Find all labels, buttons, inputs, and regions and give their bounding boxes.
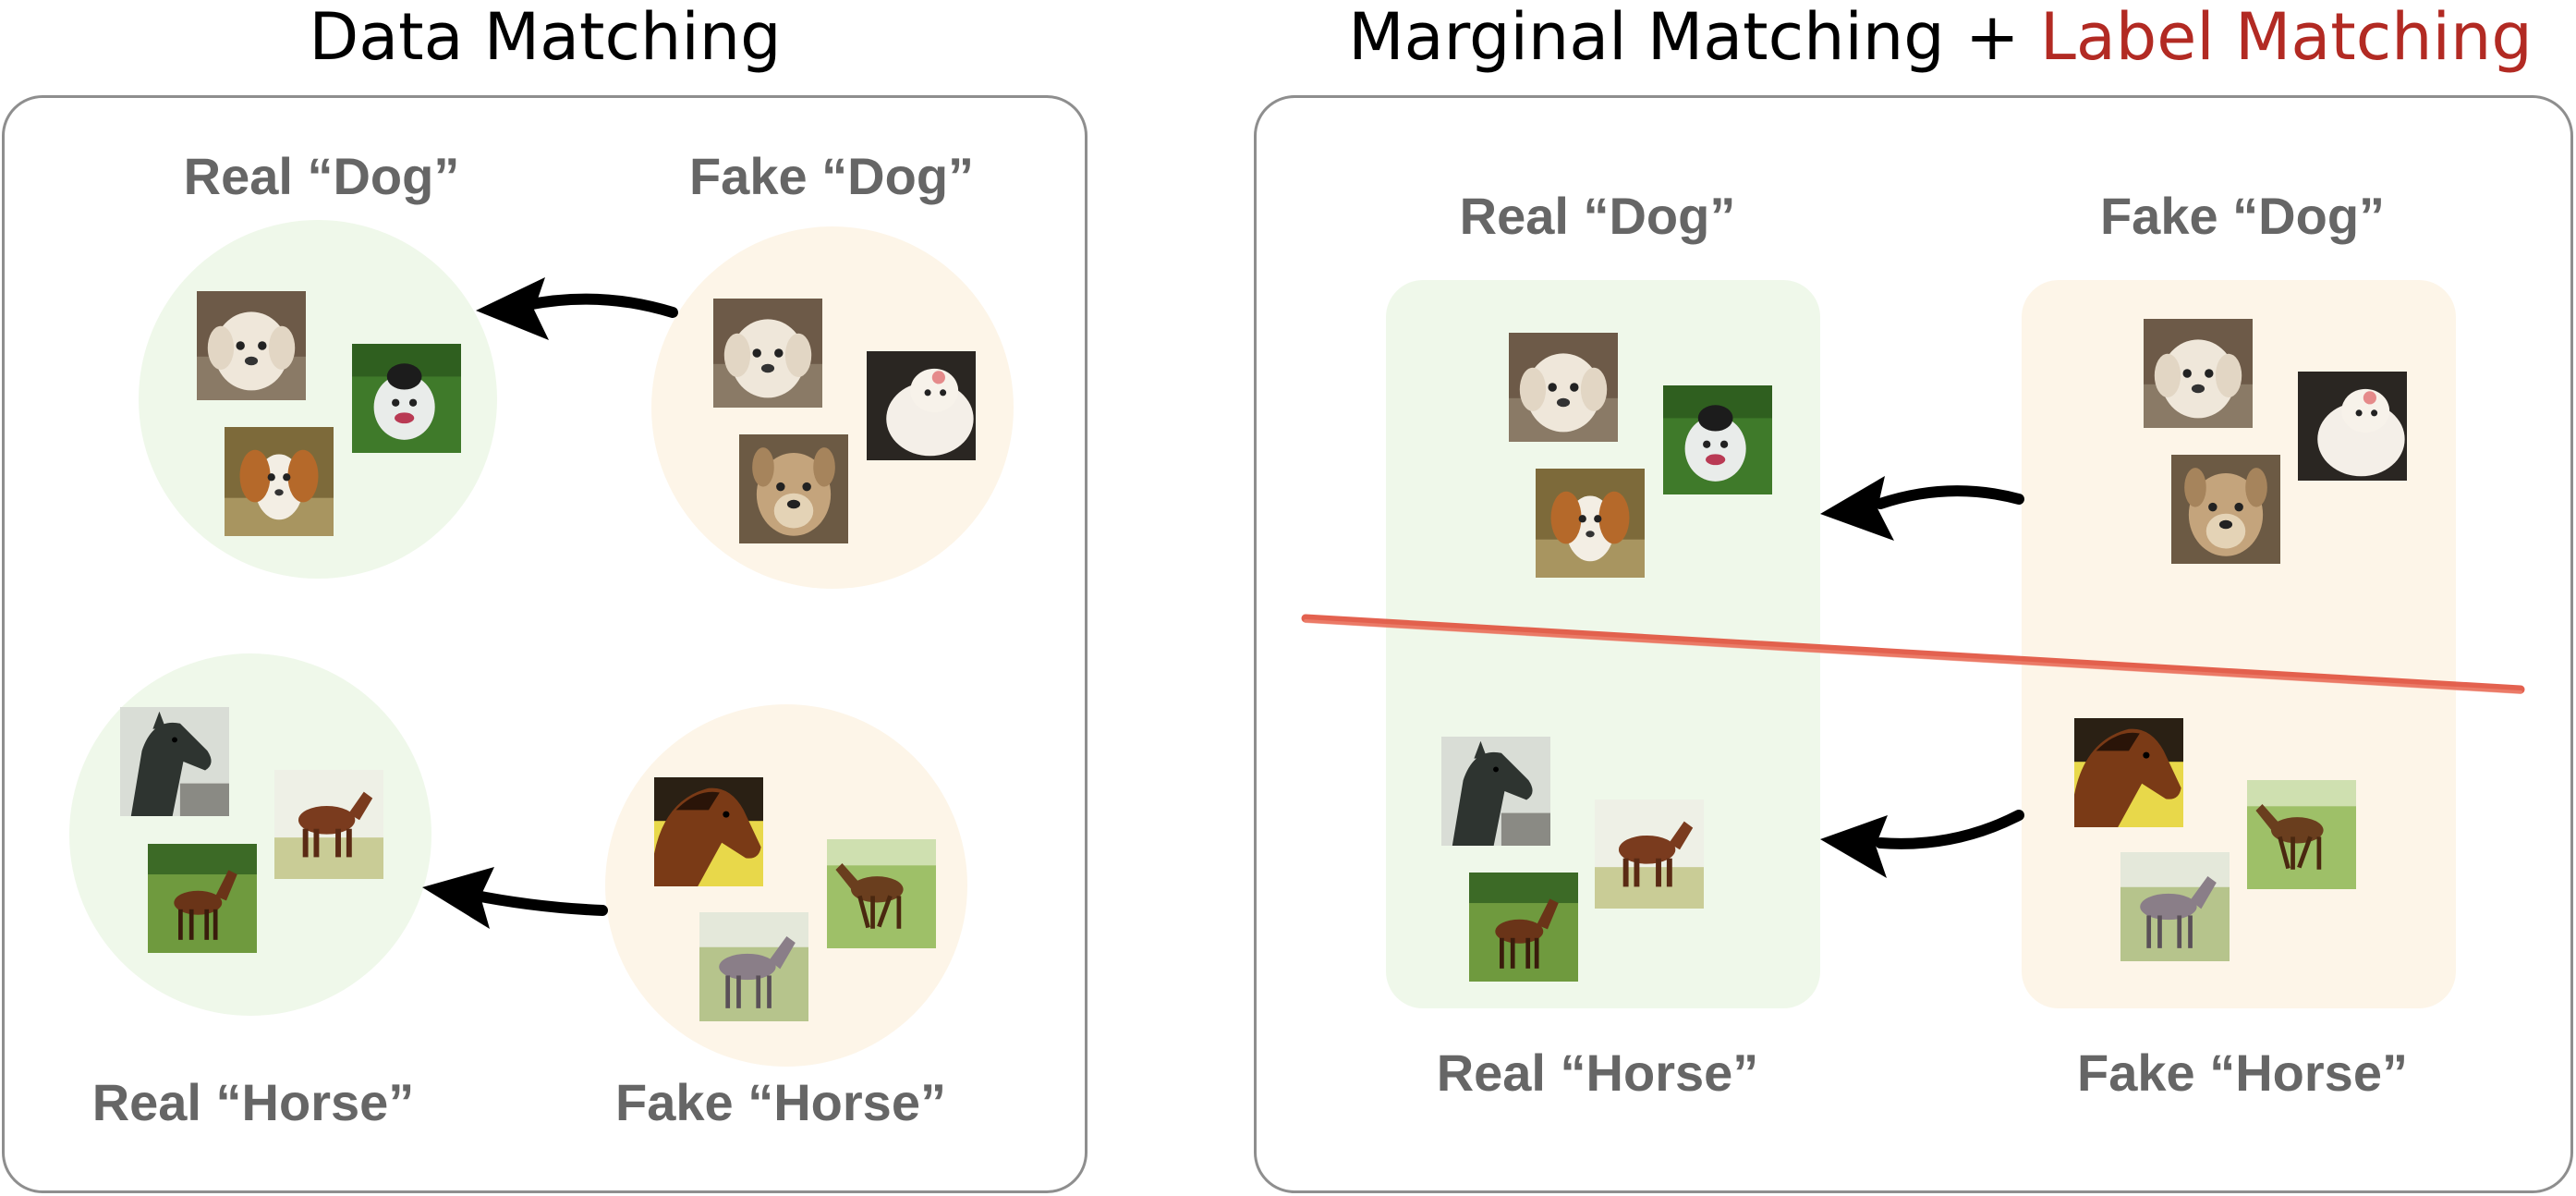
dog-photo-icon xyxy=(225,427,334,536)
dog-photo-icon xyxy=(2144,319,2253,428)
dog-photo-icon xyxy=(2171,455,2280,564)
right-panel-title: Marginal Matching + Label Matching xyxy=(1340,0,2541,74)
horse-photo-icon xyxy=(274,770,383,879)
horse-photo-icon xyxy=(1441,737,1550,846)
horse-photo-icon xyxy=(827,839,936,948)
horse-photo-icon xyxy=(654,777,763,886)
left-panel-title: Data Matching xyxy=(309,0,782,75)
dog-photo-icon xyxy=(2298,372,2407,481)
label-matching-text: Label Matching xyxy=(2039,0,2533,75)
right-real-horse-label: Real “Horse” xyxy=(1436,1043,1759,1102)
right-fake-dog-label: Fake “Dog” xyxy=(2099,187,2386,245)
dog-photo-icon xyxy=(1663,385,1772,494)
dog-photo-icon xyxy=(352,344,461,453)
left-real-horse-label: Real “Horse” xyxy=(91,1073,415,1131)
left-real-dog-label: Real “Dog” xyxy=(183,147,460,205)
horse-photo-icon xyxy=(699,912,808,1021)
horse-photo-icon xyxy=(2074,718,2183,827)
horse-photo-icon xyxy=(2247,780,2356,889)
marginal-matching-text: Marginal Matching + xyxy=(1348,0,2040,75)
horse-photo-icon xyxy=(120,707,229,816)
dog-photo-icon xyxy=(197,291,306,400)
left-fake-horse-label: Fake “Horse” xyxy=(615,1073,946,1131)
horse-photo-icon xyxy=(1595,799,1704,909)
dog-photo-icon xyxy=(1509,333,1618,442)
horse-photo-icon xyxy=(2120,852,2230,961)
right-real-dog-label: Real “Dog” xyxy=(1459,187,1736,245)
dog-photo-icon xyxy=(713,299,822,408)
dog-photo-icon xyxy=(867,351,976,460)
right-fake-horse-label: Fake “Horse” xyxy=(2077,1043,2408,1102)
horse-photo-icon xyxy=(148,844,257,953)
dog-photo-icon xyxy=(1536,469,1645,578)
left-fake-dog-label: Fake “Dog” xyxy=(688,147,975,205)
dog-photo-icon xyxy=(739,434,848,543)
horse-photo-icon xyxy=(1469,873,1578,982)
